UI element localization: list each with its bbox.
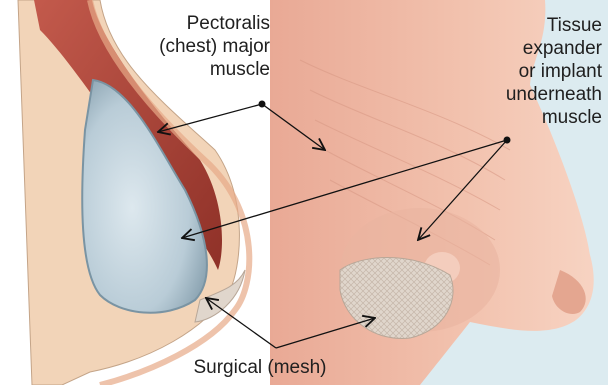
pectoralis-label-line: muscle <box>100 58 270 81</box>
expander-label-line: underneath <box>430 83 602 106</box>
mesh-label: Surgical (mesh) <box>140 356 380 379</box>
pectoralis-label-line: (chest) major <box>100 35 270 58</box>
expander-label-line: Tissue <box>430 14 602 37</box>
expander-label-line: or implant <box>430 60 602 83</box>
expander-label-line: expander <box>430 37 602 60</box>
pectoralis-label: Pectoralis (chest) major muscle <box>100 12 270 81</box>
implant-dot <box>504 137 511 144</box>
mesh-label-line: Surgical (mesh) <box>140 356 380 379</box>
pectoralis-dot <box>259 101 266 108</box>
expander-label: Tissue expander or implant underneath mu… <box>430 14 602 129</box>
pectoralis-label-line: Pectoralis <box>100 12 270 35</box>
expander-label-line: muscle <box>430 106 602 129</box>
